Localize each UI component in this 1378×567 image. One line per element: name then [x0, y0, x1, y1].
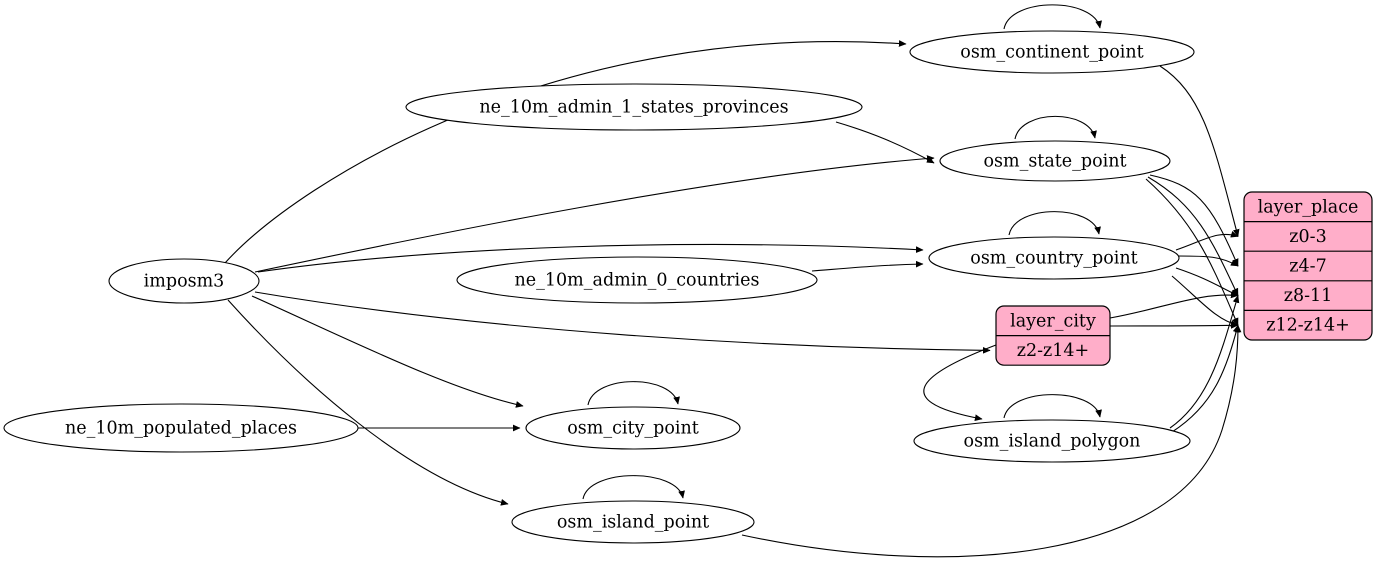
node-osm_country[interactable]: osm_country_point: [928, 236, 1180, 280]
node-label: ne_10m_populated_places: [65, 419, 297, 439]
edge: [1109, 291, 1239, 319]
edge: [1171, 324, 1240, 433]
node-label: osm_continent_point: [960, 43, 1143, 63]
node-ellipse[interactable]: [909, 30, 1195, 74]
node-ellipse[interactable]: [456, 256, 818, 304]
edge-layer: [224, 4, 1242, 558]
node-label: imposm3: [144, 272, 225, 292]
edge: [1145, 178, 1239, 326]
edge: [835, 121, 935, 164]
edge: [811, 260, 924, 272]
edge: [254, 291, 991, 354]
node-osm_continent[interactable]: osm_continent_point: [909, 30, 1195, 74]
edge: [251, 295, 524, 408]
edge: [1149, 174, 1239, 267]
edge: [254, 155, 935, 273]
edge: [1175, 231, 1239, 251]
node-ne_populated[interactable]: ne_10m_populated_places: [3, 403, 359, 453]
node-ellipse[interactable]: [108, 258, 260, 304]
node-ellipse[interactable]: [913, 419, 1191, 463]
edge: [1177, 255, 1239, 267]
edge: [1003, 394, 1102, 419]
edge: [587, 381, 680, 406]
edge: [224, 40, 907, 264]
edge: [257, 243, 924, 273]
edge: [923, 344, 997, 422]
edge: [1008, 211, 1101, 236]
edge: [1014, 115, 1097, 140]
record-cell-label: z12-z14+: [1266, 316, 1350, 336]
record-header-label: layer_city: [1010, 311, 1096, 331]
node-ellipse[interactable]: [405, 83, 863, 131]
record-header-label: layer_place: [1258, 197, 1359, 217]
node-ellipse[interactable]: [3, 403, 359, 453]
node-label: ne_10m_admin_0_countries: [515, 271, 760, 291]
record-cell-label: z0-3: [1289, 227, 1326, 247]
node-imposm3[interactable]: imposm3: [108, 258, 260, 304]
record-cell-label: z8-11: [1284, 286, 1333, 306]
edge: [1159, 65, 1240, 237]
node-ne_countries[interactable]: ne_10m_admin_0_countries: [456, 256, 818, 304]
node-ellipse[interactable]: [511, 500, 755, 544]
record-layer_city[interactable]: layer_city z2-z14+: [995, 305, 1111, 366]
record-cell-label: z2-z14+: [1017, 341, 1089, 361]
node-ellipse[interactable]: [939, 140, 1171, 182]
node-osm_island_pt[interactable]: osm_island_point: [511, 500, 755, 544]
record-body[interactable]: [1243, 191, 1373, 341]
node-label: osm_island_point: [557, 513, 709, 533]
node-label: osm_island_polygon: [964, 432, 1141, 452]
node-osm_state[interactable]: osm_state_point: [939, 140, 1171, 182]
node-osm_island_poly[interactable]: osm_island_polygon: [913, 419, 1191, 463]
node-label: ne_10m_admin_1_states_provinces: [479, 98, 788, 118]
edge: [1171, 275, 1239, 327]
edge: [1109, 321, 1239, 329]
edge: [741, 324, 1242, 558]
edge: [227, 299, 509, 506]
node-label: osm_state_point: [983, 152, 1126, 172]
edge: [1003, 4, 1102, 30]
edge: [1175, 267, 1239, 297]
edge: [582, 475, 685, 500]
node-label: osm_country_point: [970, 249, 1137, 269]
node-layer: imposm3 ne_10m_admin_1_states_provincesne…: [3, 30, 1373, 544]
edge: [1169, 295, 1240, 429]
node-osm_city[interactable]: osm_city_point: [525, 406, 741, 450]
node-label: osm_city_point: [567, 419, 699, 439]
record-layer_place[interactable]: layer_place z0-3 z4-7 z8-11 z12-z14+: [1243, 191, 1373, 341]
node-ne_states[interactable]: ne_10m_admin_1_states_provinces: [405, 83, 863, 131]
edge: [1147, 176, 1239, 297]
node-ellipse[interactable]: [928, 236, 1180, 280]
record-cell-label: z4-7: [1289, 257, 1326, 277]
node-ellipse[interactable]: [525, 406, 741, 450]
